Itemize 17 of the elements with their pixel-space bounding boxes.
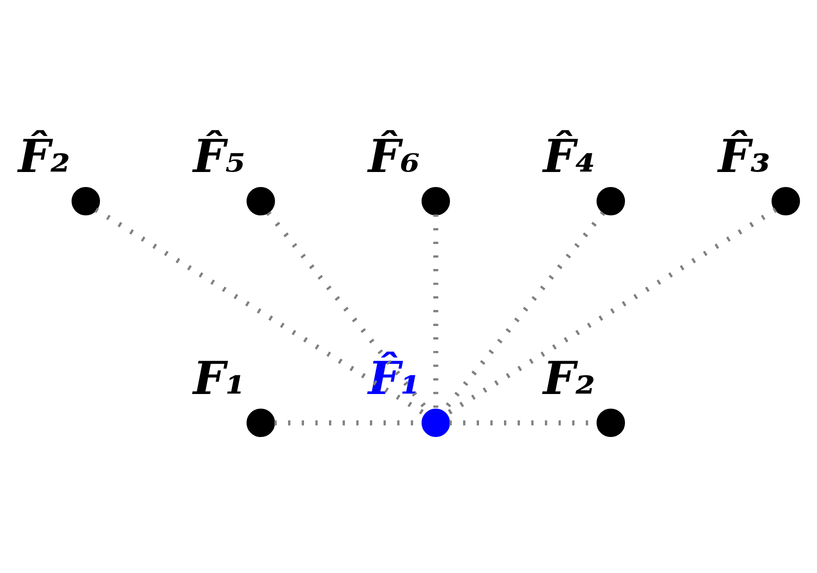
node-label: F̂₂ <box>18 128 70 183</box>
node-circle <box>772 186 800 215</box>
node-label: F̂₄ <box>543 128 596 183</box>
node-circle <box>596 186 625 215</box>
node-circle <box>422 408 450 437</box>
node-label: F₂ <box>543 350 596 404</box>
node-circle <box>596 408 625 437</box>
node-label: F̂₅ <box>193 128 246 183</box>
node-label: F̂₆ <box>368 128 420 183</box>
node-circle <box>246 186 275 215</box>
node-circle <box>422 186 450 215</box>
connector <box>433 214 438 408</box>
node-circle <box>72 186 100 215</box>
node-circle <box>246 408 275 437</box>
node-label: F₁ <box>193 350 246 404</box>
node-label: F̂₃ <box>718 128 770 183</box>
node-label: F̂₁ <box>368 350 420 404</box>
